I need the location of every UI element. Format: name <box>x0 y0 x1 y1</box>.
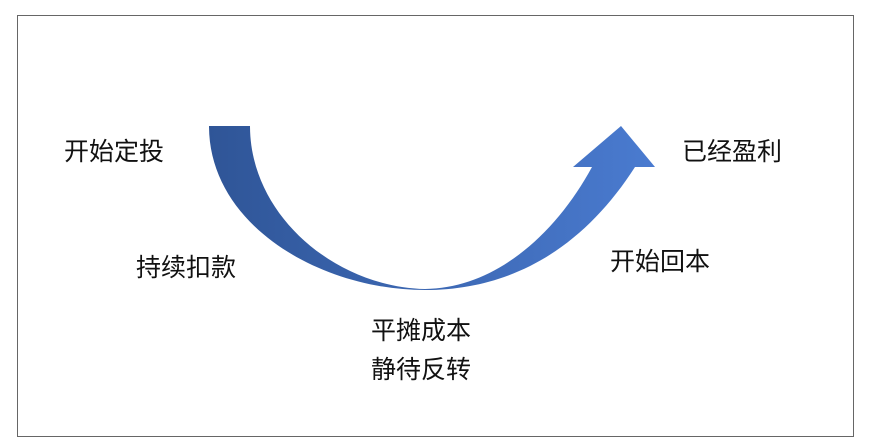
diagram-frame <box>17 15 854 437</box>
label-profit: 已经盈利 <box>682 137 783 166</box>
label-start-recover: 开始回本 <box>610 247 711 276</box>
label-average-cost: 平摊成本 <box>371 316 472 345</box>
label-continue-deduct: 持续扣款 <box>136 253 237 282</box>
label-start-invest: 开始定投 <box>64 137 165 166</box>
curved-arrow-icon <box>209 126 655 290</box>
label-wait-reversal: 静待反转 <box>371 355 472 384</box>
